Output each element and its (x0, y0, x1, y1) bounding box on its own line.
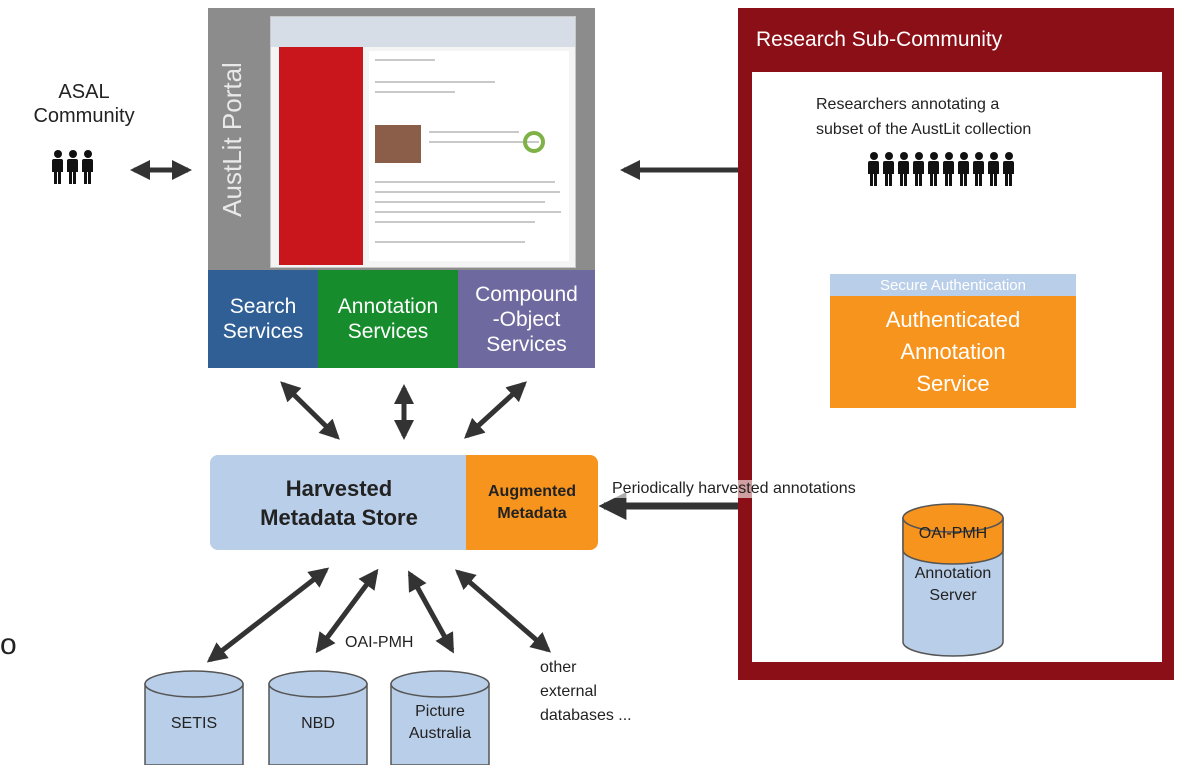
setis-cylinder (144, 670, 244, 765)
stray-character: o (0, 628, 17, 661)
arrow-store-picture (407, 570, 455, 654)
nbd-cylinder (268, 670, 368, 765)
arrow-search-store (280, 381, 340, 440)
other-databases-label: other external databases ... (540, 659, 632, 724)
arrow-compound-store (464, 381, 527, 439)
annotation-server-cylinder (902, 503, 1004, 657)
arrow-store-setis (206, 567, 330, 663)
harvest-label: Periodically harvested annotations (612, 480, 856, 498)
setis-label: SETIS (170, 715, 218, 732)
portal-sidebar (279, 47, 363, 265)
portrait-photo (375, 125, 421, 163)
portal-screenshot (270, 16, 576, 268)
researchers-label: Researchers annotating a subset of the A… (816, 96, 1032, 138)
server-protocol-label: OAI-PMH (918, 525, 988, 542)
arrow-store-other (454, 569, 552, 653)
portal-title: AustLit Portal (216, 61, 247, 217)
nbd-label: NBD (301, 715, 335, 732)
secure-authentication: Secure Authentication (830, 274, 1076, 296)
research-title: Research Sub-Community (756, 28, 1003, 51)
oai-pmh-label: OAI-PMH (345, 634, 414, 651)
researchers-people-icon (868, 152, 1014, 186)
picture-australia-cylinder (390, 670, 490, 765)
asal-people-icon (52, 150, 93, 184)
authenticated-annotation-service: Authenticated Annotation Service (830, 296, 1076, 408)
browser-toolbar (271, 17, 575, 47)
logo-icon (523, 131, 545, 153)
